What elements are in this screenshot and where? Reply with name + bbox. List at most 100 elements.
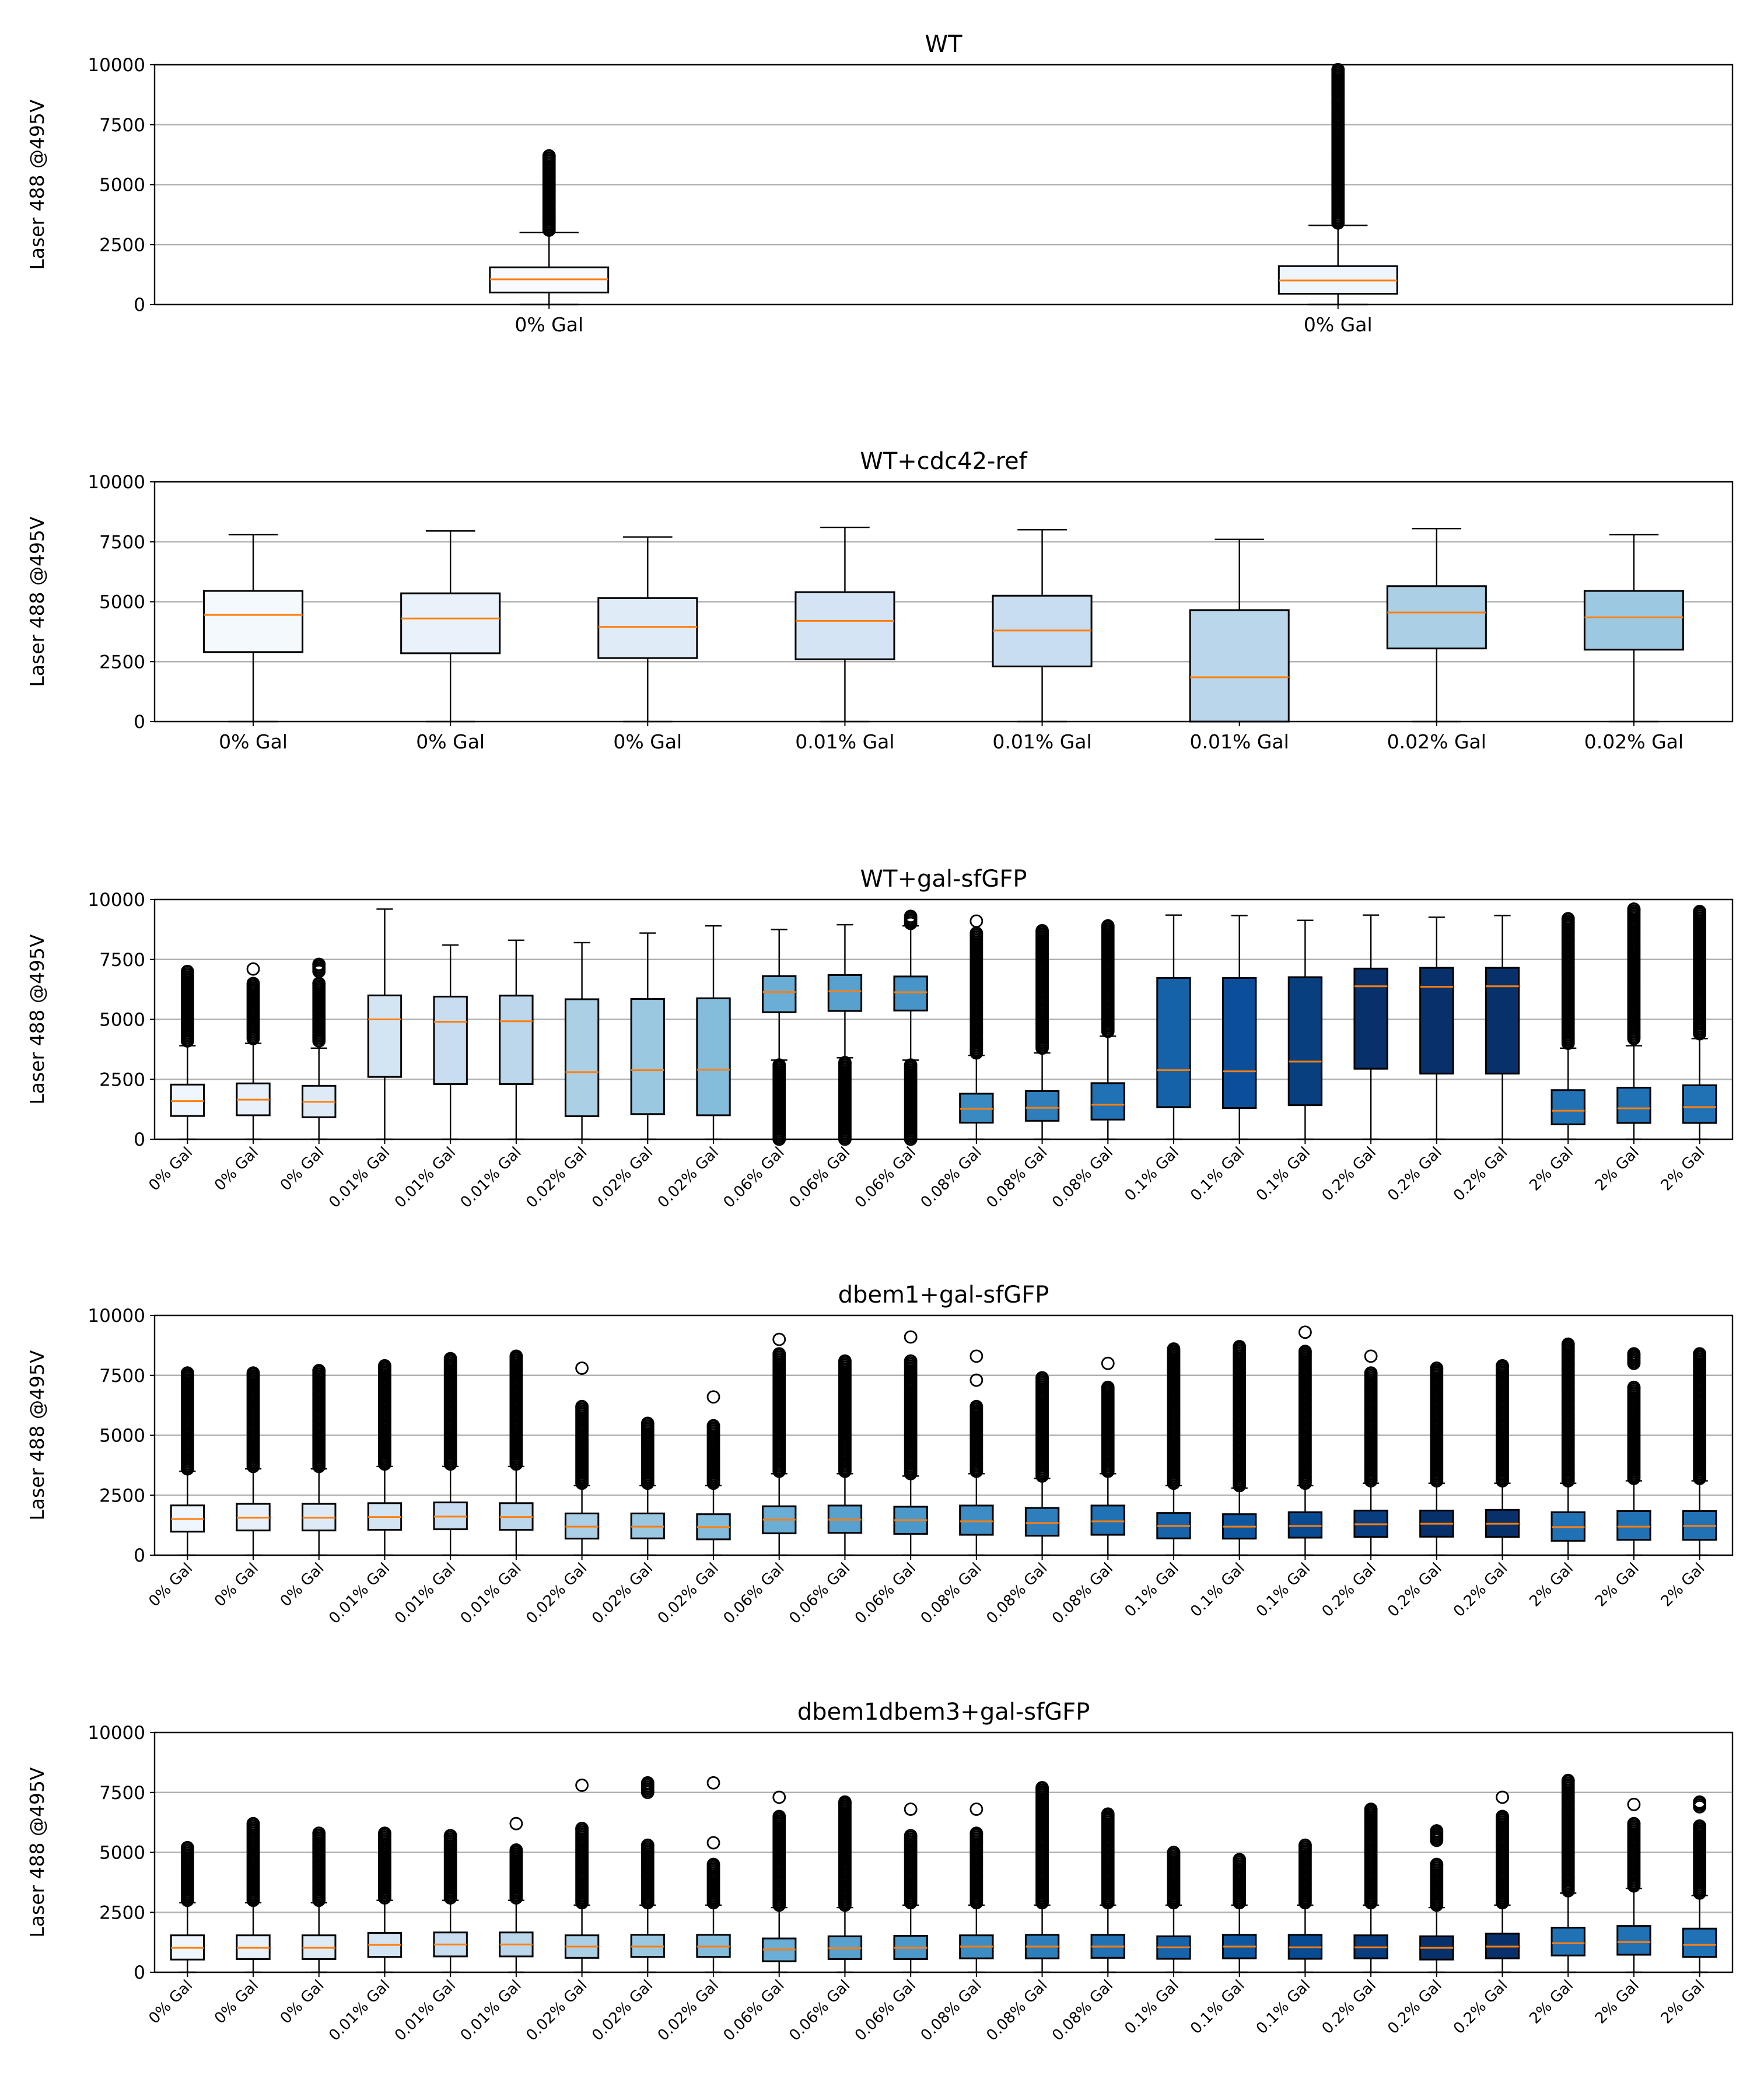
box-body: [630, 998, 665, 1115]
outlier-point: [1561, 1773, 1575, 1787]
outlier-point: [1233, 1853, 1247, 1867]
outlier-point: [970, 1349, 984, 1363]
outlier-point: [904, 909, 918, 923]
box-body: [1024, 1090, 1060, 1122]
box-22: [1550, 912, 1586, 1140]
box-body: [1682, 1927, 1717, 1958]
x-tick-label: 0.02% Gal: [523, 1144, 590, 1212]
y-tick-label: 10000: [88, 472, 145, 493]
x-tick-label: 0.06% Gal: [852, 1560, 919, 1628]
x-tick-label: 0.2% Gal: [1384, 1560, 1445, 1620]
outlier-point: [246, 962, 260, 976]
box-17: [1222, 915, 1257, 1140]
x-tick-label: 0.08% Gal: [983, 1144, 1051, 1212]
x-tick-label: 0.06% Gal: [720, 1560, 788, 1628]
x-tick-label: 0.2% Gal: [1319, 1144, 1380, 1205]
x-tick-label: 0.1% Gal: [1187, 1560, 1248, 1620]
box-body: [1386, 585, 1487, 650]
box-10: [762, 1790, 797, 1973]
box-body: [400, 592, 501, 654]
outlier-point: [838, 1795, 852, 1809]
outlier-point: [1496, 1359, 1509, 1373]
box-body: [1287, 976, 1323, 1107]
box-7: [564, 1779, 600, 1973]
y-tick-label: 10000: [88, 1306, 145, 1326]
x-tick-label: 0.08% Gal: [983, 1977, 1051, 2045]
box-21: [1485, 1790, 1520, 1973]
box-24: [1682, 1795, 1717, 1973]
box-8: [1583, 534, 1684, 723]
y-axis-label: Laser 488 @495V: [26, 934, 48, 1105]
x-tick-label: 0.1% Gal: [1122, 1144, 1182, 1205]
outlier-point: [575, 1362, 589, 1375]
outlier-point: [1035, 1781, 1049, 1794]
y-tick-label: 7500: [99, 950, 145, 971]
box-body: [1583, 590, 1684, 651]
x-tick-label: 2% Gal: [1658, 1977, 1709, 2028]
box-20: [1419, 1824, 1454, 1973]
x-tick-label: 0% Gal: [145, 1144, 196, 1195]
x-tick-label: 0% Gal: [211, 1560, 262, 1611]
box-2: [236, 1366, 271, 1556]
box-8: [630, 1776, 665, 1973]
x-tick-label: 0.2% Gal: [1450, 1977, 1511, 2038]
outlier-point: [772, 1058, 786, 1072]
box-6: [499, 1817, 534, 1973]
outlier-point: [1298, 1345, 1312, 1359]
box-23: [1616, 1797, 1651, 1973]
outlier-point: [1430, 1824, 1444, 1838]
y-tick-label: 2500: [99, 652, 145, 673]
box-22: [1550, 1773, 1586, 1973]
axes-frame: [153, 1731, 1734, 1973]
box-23: [1616, 902, 1651, 1140]
outlier-point: [378, 1826, 391, 1840]
box-3: [302, 1364, 337, 1556]
x-tick-label: 0.02% Gal: [654, 1144, 722, 1212]
outlier-point: [1627, 1817, 1641, 1831]
outlier-point: [542, 149, 556, 163]
box-9: [696, 925, 731, 1140]
x-tick-label: 0.2% Gal: [1319, 1977, 1380, 2038]
box-body: [1287, 1511, 1323, 1539]
box-1: [489, 149, 610, 306]
outlier-point: [1298, 1838, 1312, 1852]
subplot-title: WT: [925, 31, 963, 58]
x-tick-label: 0.08% Gal: [918, 1560, 985, 1628]
x-tick-label: 0.2% Gal: [1384, 1144, 1445, 1205]
outlier-point: [772, 1790, 786, 1804]
box-10: [762, 1332, 797, 1556]
x-tick-label: 2% Gal: [1658, 1144, 1709, 1195]
box-23: [1616, 1347, 1651, 1556]
y-axis-label: Laser 488 @495V: [26, 1350, 48, 1521]
outlier-point: [1693, 905, 1707, 918]
outlier-point: [312, 1826, 326, 1840]
subplot-title: WT+cdc42-ref: [860, 448, 1027, 475]
box-21: [1485, 915, 1520, 1140]
box-1: [203, 534, 304, 723]
outlier-point: [246, 977, 260, 991]
box-5: [433, 944, 468, 1140]
y-tick-label: 7500: [99, 1366, 145, 1387]
x-tick-label: 0.01% Gal: [992, 730, 1091, 753]
x-tick-label: 0.06% Gal: [786, 1560, 853, 1628]
x-tick-label: 0.2% Gal: [1450, 1560, 1511, 1620]
box-1: [170, 1840, 205, 1973]
x-tick-label: 0.06% Gal: [852, 1144, 919, 1212]
outlier-point: [1167, 1846, 1181, 1859]
x-tick-label: 0.01% Gal: [795, 730, 894, 753]
y-tick-label: 7500: [99, 115, 145, 136]
outlier-point: [1693, 1795, 1707, 1809]
box-3: [302, 1826, 337, 1973]
outlier-point: [970, 914, 984, 928]
x-tick-label: 0% Gal: [613, 730, 682, 753]
box-18: [1287, 1325, 1323, 1556]
outlier-point: [509, 1843, 523, 1857]
x-tick-label: 0.08% Gal: [983, 1560, 1051, 1628]
x-tick-label: 0.08% Gal: [918, 1144, 985, 1212]
x-tick-label: 0% Gal: [514, 313, 583, 336]
x-tick-label: 0.02% Gal: [589, 1560, 656, 1628]
box-22: [1550, 1337, 1586, 1556]
box-24: [1682, 1347, 1717, 1556]
